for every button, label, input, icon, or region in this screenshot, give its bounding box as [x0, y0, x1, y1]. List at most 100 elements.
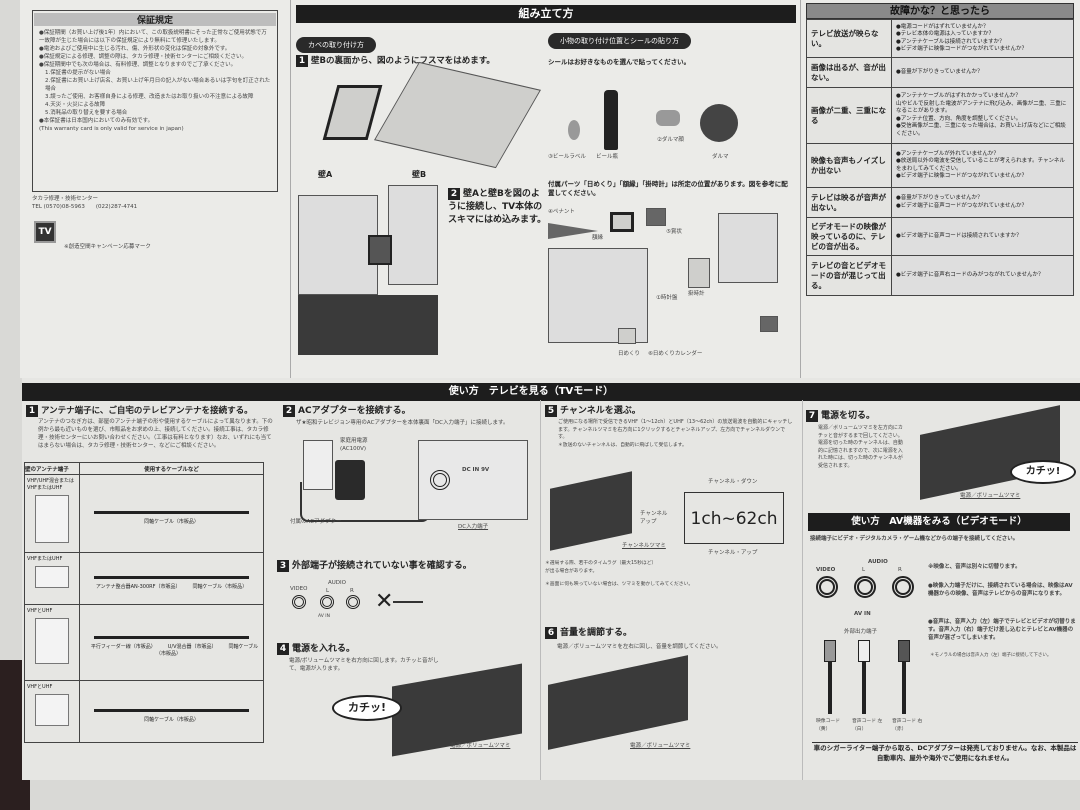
- audio-label: AUDIO: [328, 580, 346, 586]
- antenna-row: VHF/UHF混合またはVHFまたはUHF 同軸ケーブル（市販品）: [24, 474, 264, 553]
- channel-range-box: 1ch~62ch: [684, 492, 784, 544]
- channel-up-arrow-label: チャンネル・アップ: [708, 550, 758, 556]
- trouble-row: テレビの音とビデオモードの音が混じって出る。●ビデオ端子に音声右コードのみがつな…: [806, 255, 1074, 296]
- volume-knob-label: 電源／ボリュームツマミ: [630, 743, 691, 749]
- fold-divider: [540, 400, 541, 780]
- daruma-face-sticker: [656, 110, 680, 126]
- cable-cell: 同軸ケーブル（市販品）: [79, 474, 264, 553]
- step-2-title: ACアダプターを接続する。: [298, 406, 411, 416]
- adapter-label: 付属のACアダプター: [290, 519, 342, 525]
- usage-title-bar: 使い方 テレビを見る（TVモード）: [22, 383, 1080, 401]
- trouble-row: 映像も音声もノイズしか出ない●アンテナケーブルが外れていませんか？ ●放送局以外…: [806, 143, 1074, 188]
- coax-cable: [94, 575, 249, 579]
- av-jacks-small: VIDEO AUDIO L R AV IN: [290, 580, 370, 623]
- step-6-desc: 電源／ボリュームツマミを左右に回し、音量を調節してください。: [557, 644, 722, 650]
- symptom: 画像が二重、三重になる: [806, 87, 892, 144]
- step-5-note-2: ＊選局する際、若干のタイムラグ（最大15秒ほど）が出る場合があります。: [545, 561, 654, 574]
- certificate: [646, 208, 666, 226]
- tv-mark-logo: TV: [34, 221, 56, 243]
- audio-l-jack: [320, 595, 334, 609]
- warranty-item: 5.消耗品の取り替えを要する場合: [45, 110, 128, 116]
- parts-heading: 小物の取り付け位置とシールの貼り方: [548, 33, 691, 49]
- av-jacks: VIDEO AUDIO L R AV IN: [812, 558, 922, 618]
- knob-label: 電源／ボリュームツマミ: [450, 743, 511, 749]
- channel-up-label: チャンネルアップ: [640, 511, 668, 525]
- cable-label: 同軸ケーブル（市販品）: [155, 644, 259, 657]
- wall-clock: [688, 258, 710, 288]
- av-in-label: AV IN: [854, 611, 871, 617]
- sticker-label: ダルマ: [712, 154, 729, 160]
- cord-label: 映像コード（黄）: [816, 719, 840, 732]
- step-7-desc: 電源／ボリュームツマミを左方向にカチッと音がするまで回してください。電源を切った…: [818, 425, 903, 469]
- click-bubble: カチッ!: [332, 695, 402, 721]
- checks: ●アンテナケーブルが外れていませんか？ ●放送局以外の電波を受信していることが考…: [891, 143, 1074, 188]
- wall-step-1-text: 壁Bの裏面から、図のようにフスマをはめます。: [311, 56, 495, 66]
- trouble-row: テレビは映るが音声が出ない。●音量が下がりきっていませんか？ ●ビデオ端子に音声…: [806, 187, 1074, 218]
- room-parts-illustration: ④ペナント 額縁 ⑤賞状 ①時計盤 掛時計 日めくり ⑥日めくりカレンダー: [548, 208, 793, 368]
- antenna-type-label: VHF/UHF混合またはVHFまたはUHF: [27, 478, 75, 491]
- beer-bottle: [604, 90, 618, 150]
- no-cable-cross-icon: ✕: [375, 590, 435, 614]
- wall-outlet: [303, 440, 333, 490]
- antenna-type: VHF/UHF混合またはVHFまたはUHF: [24, 474, 80, 553]
- part-label: 掛時計: [688, 291, 705, 297]
- checks: ●ビデオ端子に音声右コードのみがつながれていませんか？: [891, 255, 1074, 296]
- warranty-box: 保証規定 ●保証期間（お買い上げ後1年）内において、この取扱説明書にそった正常な…: [32, 10, 278, 192]
- av-note-4: ＊モノラルの場合は音声入力（左）端子に接続して下さい。: [930, 653, 1052, 658]
- step-7-title: 電源を切る。: [821, 411, 876, 421]
- audio-l-jack: [854, 576, 876, 598]
- av-in-label: AV IN: [318, 614, 330, 619]
- l-label: L: [862, 567, 866, 573]
- checks: ●電源コードがはずれていませんか？ ●テレビ本体の電源は入っていますか？ ●アン…: [891, 19, 1074, 58]
- l-label: L: [326, 588, 330, 594]
- trouble-row: テレビ放送が映らない。●電源コードがはずれていませんか？ ●テレビ本体の電源は入…: [806, 19, 1074, 58]
- trouble-section: 故障かな？と思ったら テレビ放送が映らない。●電源コードがはずれていませんか？ …: [806, 3, 1074, 296]
- symptom: 画像は出るが、音が出ない。: [806, 57, 892, 88]
- adapter-cable: [300, 482, 430, 522]
- r-label: R: [350, 588, 354, 594]
- picture-frame: [610, 212, 634, 232]
- audio-l-cord: [858, 640, 870, 662]
- ac-adapter: [335, 460, 365, 500]
- click-bubble: カチッ!: [1010, 460, 1076, 484]
- wall-b: [388, 185, 438, 285]
- warranty-item: ●本保証書は日本国内においてのみ有効です。: [39, 118, 154, 124]
- wall-plate-icon: [35, 495, 69, 543]
- fold-divider: [290, 0, 291, 378]
- fold-divider: [802, 400, 803, 780]
- tv-miniature: [368, 235, 392, 265]
- outlet-label: 家庭用電源 (AC100V): [340, 438, 368, 452]
- usage-title: 使い方 テレビを見る（TVモード）: [448, 386, 614, 397]
- part-label: ①時計盤: [656, 295, 678, 301]
- sticker-label: ビール瓶: [596, 154, 619, 160]
- av-note-1: ※映像と、音声は別々に切替ります。: [928, 564, 1021, 570]
- channel-range: 1ch~62ch: [690, 509, 778, 529]
- wall-a-label: 壁A: [318, 170, 333, 179]
- audio-r-jack: [346, 595, 360, 609]
- tv-mark-text: TV: [38, 227, 52, 237]
- cord-wire: [862, 662, 866, 714]
- symptom: ビデオモードの映像が映っているのに、テレビの音が出る。: [806, 217, 892, 256]
- wall-heading: カベの取り付け方: [296, 37, 376, 53]
- video-label: VIDEO: [290, 586, 308, 592]
- trouble-title: 故障かな？と思ったら: [806, 3, 1074, 19]
- av-note-2: ●映像入力端子だけに、接続されている場合は、映像はAV機器からの映像、音声はテレ…: [928, 583, 1073, 597]
- coax-cable: [94, 708, 249, 712]
- ext-output-label: 外部出力端子: [844, 629, 878, 635]
- step-4-desc: 電源/ボリュームツマミを右方向に回します。カチッと音がして、電源が入ります。: [289, 658, 439, 672]
- step-5-desc: ご使用になる場所で受信できるVHF（1〜12ch）とUHF（13〜62ch）の放…: [558, 419, 793, 440]
- step-5-title: チャンネルを選ぶ。: [560, 406, 641, 416]
- symptom: 映像も音声もノイズしか出ない: [806, 143, 892, 188]
- symptom: テレビ放送が映らない。: [806, 19, 892, 58]
- antenna-type: VHFとUHF: [24, 680, 80, 743]
- antenna-type-label: VHFとUHF: [27, 684, 53, 690]
- step-5-note-3: ＊画面に何も映っていない場合は、ツマミを動かしてみてください。: [545, 582, 694, 587]
- trouble-row: 画像が二重、三重になる●アンテナケーブルがはずれかかっていませんか？ 山やビルで…: [806, 87, 1074, 144]
- audio-r-cord: [898, 640, 910, 662]
- sticker-label: ③ビールラベル: [548, 154, 586, 160]
